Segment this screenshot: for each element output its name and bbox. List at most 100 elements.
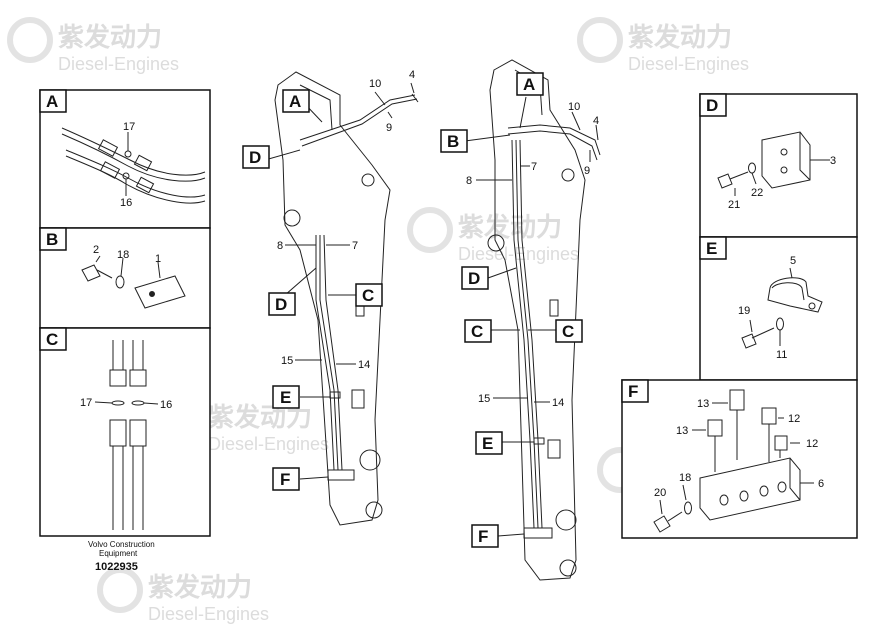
reference-line-1: Volvo Construction — [88, 540, 155, 549]
svg-text:13: 13 — [697, 398, 709, 410]
boom-2-leaders — [464, 96, 599, 537]
svg-text:A: A — [523, 75, 535, 94]
svg-text:E: E — [706, 239, 717, 258]
svg-text:A: A — [46, 92, 58, 111]
boom-2-tag-c2: C — [555, 319, 583, 343]
part-label-16-c: 16 — [160, 399, 172, 411]
detail-tag-b: B — [39, 227, 67, 251]
watermark-en: Diesel-Engines — [628, 54, 749, 74]
boom-2-tag-f: F — [471, 524, 499, 548]
boom-2-tag-c1: C — [464, 319, 492, 343]
boom-1-tag-a: A — [282, 89, 310, 113]
detail-tag-a: A — [39, 89, 67, 113]
svg-text:4: 4 — [593, 115, 599, 127]
svg-text:9: 9 — [584, 165, 590, 177]
boom-1-tag-c: C — [355, 283, 383, 307]
watermark-cn: 紫发动力 — [628, 22, 732, 52]
svg-text:7: 7 — [352, 240, 358, 252]
detail-tag-e: E — [699, 236, 727, 260]
boom-1-tag-d2: D — [268, 292, 296, 316]
svg-text:14: 14 — [552, 397, 564, 409]
watermark-en: Diesel-Engines — [458, 244, 579, 264]
boom-1-tag-e: E — [272, 385, 300, 409]
reference-block: Volvo Construction Equipment 1022935 — [88, 540, 155, 573]
svg-text:11: 11 — [776, 349, 787, 361]
watermark-cn: 紫发动力 — [58, 22, 162, 52]
svg-text:F: F — [628, 382, 638, 401]
svg-text:F: F — [478, 527, 488, 546]
svg-text:6: 6 — [818, 478, 824, 490]
watermark-en: Diesel-Engines — [148, 604, 269, 624]
svg-text:B: B — [447, 132, 459, 151]
detail-panel-left: A 17 16 B — [39, 89, 211, 537]
svg-text:D: D — [706, 96, 718, 115]
svg-text:18: 18 — [679, 472, 691, 484]
detail-a-drawing — [61, 127, 206, 204]
detail-tag-d: D — [699, 93, 727, 117]
detail-tag-c: C — [39, 327, 67, 351]
boom-2-tag-b: B — [440, 129, 468, 153]
svg-text:C: C — [362, 286, 374, 305]
detail-b-drawing — [81, 255, 186, 309]
svg-text:4: 4 — [409, 69, 415, 81]
svg-text:8: 8 — [466, 175, 472, 187]
svg-text:A: A — [289, 92, 301, 111]
svg-text:C: C — [471, 322, 483, 341]
part-label-2: 2 — [93, 244, 99, 256]
boom-1-hoses — [299, 93, 419, 481]
svg-text:15: 15 — [281, 355, 293, 367]
svg-text:D: D — [275, 295, 287, 314]
svg-text:10: 10 — [369, 78, 381, 90]
reference-number: 1022935 — [95, 561, 138, 573]
boom-2-tag-a: A — [516, 72, 544, 96]
part-label-18: 18 — [117, 249, 129, 261]
svg-text:19: 19 — [738, 305, 750, 317]
boom-2-hoses — [507, 124, 601, 539]
svg-text:D: D — [468, 269, 480, 288]
boom-view-1: A D D C E F 10 4 9 8 7 15 14 — [242, 69, 419, 526]
detail-tag-f: F — [621, 379, 649, 403]
detail-panel-right: D 3 22 21 E 5 19 — [621, 93, 858, 539]
boom-1-tag-d: D — [242, 145, 270, 169]
svg-text:20: 20 — [654, 487, 666, 499]
svg-text:C: C — [46, 330, 58, 349]
svg-text:5: 5 — [790, 255, 796, 267]
part-label-17: 17 — [123, 121, 135, 133]
detail-f-drawing — [653, 389, 814, 533]
boom-1-tag-f: F — [272, 467, 300, 491]
svg-text:E: E — [280, 388, 291, 407]
part-label-16: 16 — [120, 197, 132, 209]
detail-c-drawing — [94, 340, 159, 530]
reference-line-2: Equipment — [99, 549, 138, 558]
boom-2-tag-e: E — [475, 431, 503, 455]
svg-text:15: 15 — [478, 393, 490, 405]
svg-text:F: F — [280, 470, 290, 489]
svg-text:21: 21 — [728, 199, 740, 211]
svg-text:12: 12 — [806, 438, 818, 450]
svg-text:13: 13 — [676, 425, 688, 437]
svg-text:9: 9 — [386, 122, 392, 134]
detail-d-drawing — [717, 131, 830, 196]
svg-text:B: B — [46, 230, 58, 249]
svg-text:C: C — [562, 322, 574, 341]
watermark-en: Diesel-Engines — [208, 434, 329, 454]
watermark-en: Diesel-Engines — [58, 54, 179, 74]
watermark-cn: 紫发动力 — [458, 212, 562, 242]
svg-text:22: 22 — [751, 187, 763, 199]
svg-text:3: 3 — [830, 155, 836, 167]
boom-1-outline — [274, 71, 391, 526]
svg-text:14: 14 — [358, 359, 370, 371]
part-label-1: 1 — [155, 253, 161, 265]
svg-text:D: D — [249, 148, 261, 167]
svg-text:8: 8 — [277, 240, 283, 252]
svg-text:7: 7 — [531, 161, 537, 173]
boom-view-2: A B D C C E F 10 4 9 8 7 15 14 — [440, 59, 601, 581]
boom-1-leaders — [264, 82, 415, 480]
watermark-cn: 紫发动力 — [148, 572, 252, 602]
detail-e-drawing — [741, 267, 823, 349]
svg-text:12: 12 — [788, 413, 800, 425]
boom-2-tag-d: D — [461, 266, 489, 290]
part-label-17-c: 17 — [80, 397, 92, 409]
svg-text:10: 10 — [568, 101, 580, 113]
